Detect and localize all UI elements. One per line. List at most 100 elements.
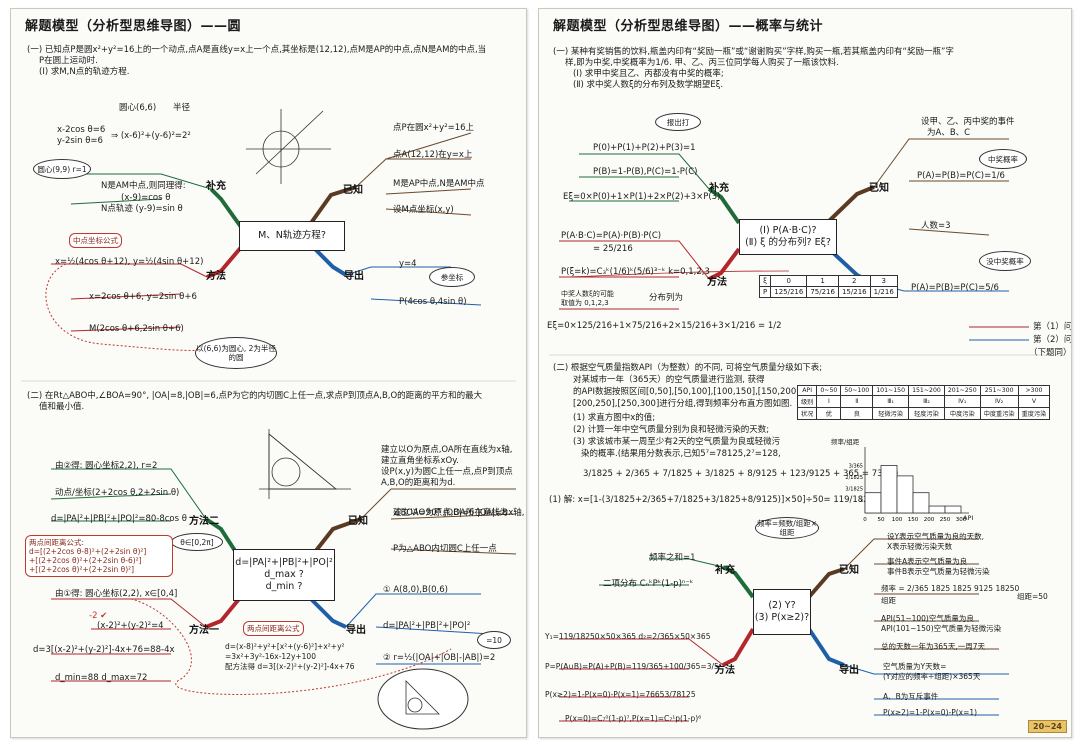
- r1-known-3: P(A)=P(B)=P(C)=1/6: [917, 171, 1005, 181]
- r1-method-6: 分布列为: [649, 293, 684, 303]
- p2-node-method2: 方法二: [189, 516, 219, 527]
- r1-legend-2: 第（2）问: [1033, 335, 1072, 345]
- api-table-cell: Ⅲ₁: [872, 395, 910, 408]
- hist-x-tick: 300: [956, 517, 967, 523]
- p1-node-add: 补充: [206, 181, 226, 192]
- api-table-cell: 50~100: [840, 385, 874, 396]
- r1-export-bubble: 没中奖概率: [979, 251, 1031, 271]
- r1-center-line-2: (Ⅱ) ξ 的分布列? Eξ?: [745, 237, 831, 248]
- p2-m2-note-2: d=[(2+2cos θ-8)²+(2+2sin θ)²]: [29, 547, 147, 556]
- hist-y-tick: x: [860, 498, 863, 504]
- r1-center-line-1: (Ⅰ) P(A·B·C)?: [759, 225, 817, 236]
- api-table-cell: 中度污染: [943, 407, 981, 420]
- r2-node-known: 已知: [839, 565, 859, 576]
- p2-center-line-1: d=|PA|²+|PB|²+|PO|²: [235, 557, 333, 568]
- right-page: 解题模型（分析型思维导图）——概率与统计 (一) 某种有奖销售的饮料,瓶盖内印有…: [538, 8, 1072, 738]
- r2-method-4: P(x=0)=C₇⁰(1-p)⁷,P(x=1)=C₇¹p(1-p)⁶: [565, 714, 702, 723]
- r2-known-side: 组距=50: [1017, 592, 1048, 601]
- p2-m1-4: d_min=88 d_max=72: [55, 673, 148, 683]
- api-table-cell: API: [796, 385, 818, 396]
- p1-export-2: P(4cos θ,4sin θ): [399, 297, 467, 307]
- r1-node-add: 补充: [709, 183, 729, 194]
- r2-known-5: 频率 = 2/365 1825 1825 9125 18250: [881, 584, 1020, 593]
- r2-known-4: 事件B表示空气质量为轻微污染: [887, 567, 990, 576]
- p1-known-2: 点A(12,12)在y=x上: [393, 150, 473, 160]
- p2-known-2: 建立直角坐标系xOy.: [381, 456, 459, 466]
- r2-hist-xlabel: API: [963, 514, 974, 522]
- p1-add-eq-3: ⇒ (x-6)²+(y-6)²=2²: [111, 131, 191, 141]
- p2-m2-bubble: θ∈[0,2π]: [171, 533, 223, 551]
- p2-known-incircle: P为△ABO内切圆C上任一点: [393, 544, 497, 554]
- r2-export-1: 空气质量为Y天数=: [883, 662, 947, 671]
- left-mindmap-wires: [21, 109, 517, 730]
- api-table-cell: 0~50: [816, 385, 842, 396]
- p2-m1-formula-1: d=(x-8)²+y²+[x²+(y-6)²]+x²+y²: [225, 642, 345, 651]
- r1-center-question: (Ⅰ) P(A·B·C)? (Ⅱ) ξ 的分布列? Eξ?: [739, 219, 837, 255]
- dist-table-cell: ξ: [758, 275, 772, 287]
- p1-add-label-center: 圆心(6,6): [119, 103, 157, 113]
- dist-table-cell: 2: [837, 275, 871, 287]
- r1-known-2: 为A、B、C: [927, 128, 971, 138]
- right-page-title: 解题模型（分析型思维导图）——概率与统计: [553, 19, 824, 34]
- r2-node-method: 方法: [715, 665, 735, 676]
- p1-problem-line-3: (Ⅰ) 求M,N点的轨迹方程.: [39, 67, 130, 77]
- r2-problem-line-3: 的API数据按照区间[0,50],[50,100],[100,150],[150…: [573, 387, 803, 397]
- r2-hist-ylabel: 频率/组距: [831, 438, 860, 446]
- p2-known-5: 建立以O为原点,OA所在直线为x轴,: [393, 508, 525, 518]
- r2-add-2: 二项分布 CₙᵏPᵏ(1-p)ⁿ⁻ᵏ: [603, 579, 694, 589]
- p1-export-bubble: 参坐标: [429, 267, 475, 287]
- r1-method-5: 取值为 0,1,2,3: [561, 299, 609, 307]
- r1-expectation: Eξ=0×125/216+1×75/216+2×15/216+3×1/216 =…: [547, 321, 782, 331]
- r2-problem-line-7: (3) 求该城市某一周至少有2天的空气质量为良或轻微污: [573, 437, 781, 447]
- hist-bar: [864, 492, 882, 514]
- hist-bar: [880, 465, 898, 514]
- hist-x-tick: 150: [908, 517, 919, 523]
- dist-table-cell: P: [758, 286, 772, 298]
- p2-problem-line-2: 值和最小值.: [39, 402, 85, 412]
- api-table-cell: 251~300: [979, 385, 1019, 396]
- r1-add-bubble: 报出打: [655, 113, 701, 131]
- hist-y-tick: 2/1825: [845, 475, 863, 481]
- p2-m1-formula-3: 配方法得 d=3[(x-2)²+(y-2)²]-4x+76: [225, 662, 355, 671]
- r1-method-2: = 25/216: [593, 244, 633, 254]
- dist-table-cell: 1: [806, 275, 839, 287]
- r2-method-1: Y₁=119/18250×50×365 d₂=2/365×50×365: [545, 632, 711, 641]
- r2-center-line-1: (2) Y?: [768, 600, 796, 611]
- r1-problem-line-3: (Ⅰ) 求甲中奖且乙、丙都没有中奖的概率;: [573, 69, 724, 79]
- p1-method-1: x=½(4cos θ+12), y=½(4sin θ+12): [55, 257, 204, 267]
- p2-m1-3: d=3[(x-2)²+(y-2)²]-4x+76=88-4x: [33, 645, 175, 655]
- p2-m1-1: 由①得: 圆心坐标(2,2), x∈[0,4]: [55, 589, 178, 599]
- p1-node-export: 导出: [344, 271, 364, 282]
- p1-problem-line-2: P在圆上运动时.: [39, 56, 98, 66]
- api-table-cell: 中度重污染: [979, 407, 1019, 420]
- r2-problem-line-8: 染的概率.(结果用分数表示,已知5⁷=78125,2⁷=128,: [581, 449, 781, 459]
- r2-export-2: (Y对应的频率÷组距)×365天: [883, 672, 981, 681]
- r2-export-4: P(x≥2)=1-P(x=0)-P(x=1): [883, 708, 978, 717]
- dist-table-cell: 125/216: [770, 286, 808, 298]
- hist-bar: [912, 492, 930, 514]
- p1-problem-line-1: (一) 已知点P是圆x²+y²=16上的一个动点,点A是直线y=x上一个点,其坐…: [27, 45, 487, 55]
- dist-table-cell: 3: [869, 275, 898, 287]
- r1-method-3: P(ξ=k)=C₃ᵏ(1/6)ᵏ(5/6)³⁻ᵏ k=0,1,2,3: [561, 267, 710, 277]
- p2-center-question: d=|PA|²+|PB|²+|PO|² d_max ? d_min ?: [233, 549, 335, 601]
- p2-known-3: 设P(x,y)为圆C上任一点,点P到顶点: [381, 467, 513, 477]
- p2-m2-note-4: +[(2+2cos θ)²+(2+2sin θ)²]: [29, 565, 135, 574]
- p1-center-question: M、N轨迹方程?: [239, 221, 345, 251]
- dist-table-cell: 0: [770, 275, 808, 287]
- r1-legend-1: 第（1）问: [1033, 322, 1072, 332]
- r2-center-line-2: (3) P(x≥2)?: [754, 612, 810, 623]
- r1-method-1: P(A·B·C)=P(A)·P(B)·P(C): [561, 231, 662, 241]
- r1-problem-line-2: 样,即为中奖,中奖概率为1/6. 甲、乙、丙三位同学每人购买了一瓶该饮料.: [565, 58, 839, 68]
- r1-problem-line-4: (Ⅱ) 求中奖人数ξ的分布列及数学期望Eξ.: [573, 80, 724, 90]
- r2-problem-line-4: [200,250],[250,300]进行分组,得到频率分布直方图如图.: [573, 399, 793, 409]
- api-table-cell: 重度污染: [1017, 407, 1051, 420]
- p1-add-bubble: 圆心(9,9) r=1: [33, 159, 91, 179]
- p2-m2-note-1: 两点间距离公式:: [29, 538, 85, 547]
- p1-add-eq-1: x-2cos θ=6: [57, 125, 106, 135]
- p1-add-eq-2: y-2sin θ=6: [57, 136, 103, 146]
